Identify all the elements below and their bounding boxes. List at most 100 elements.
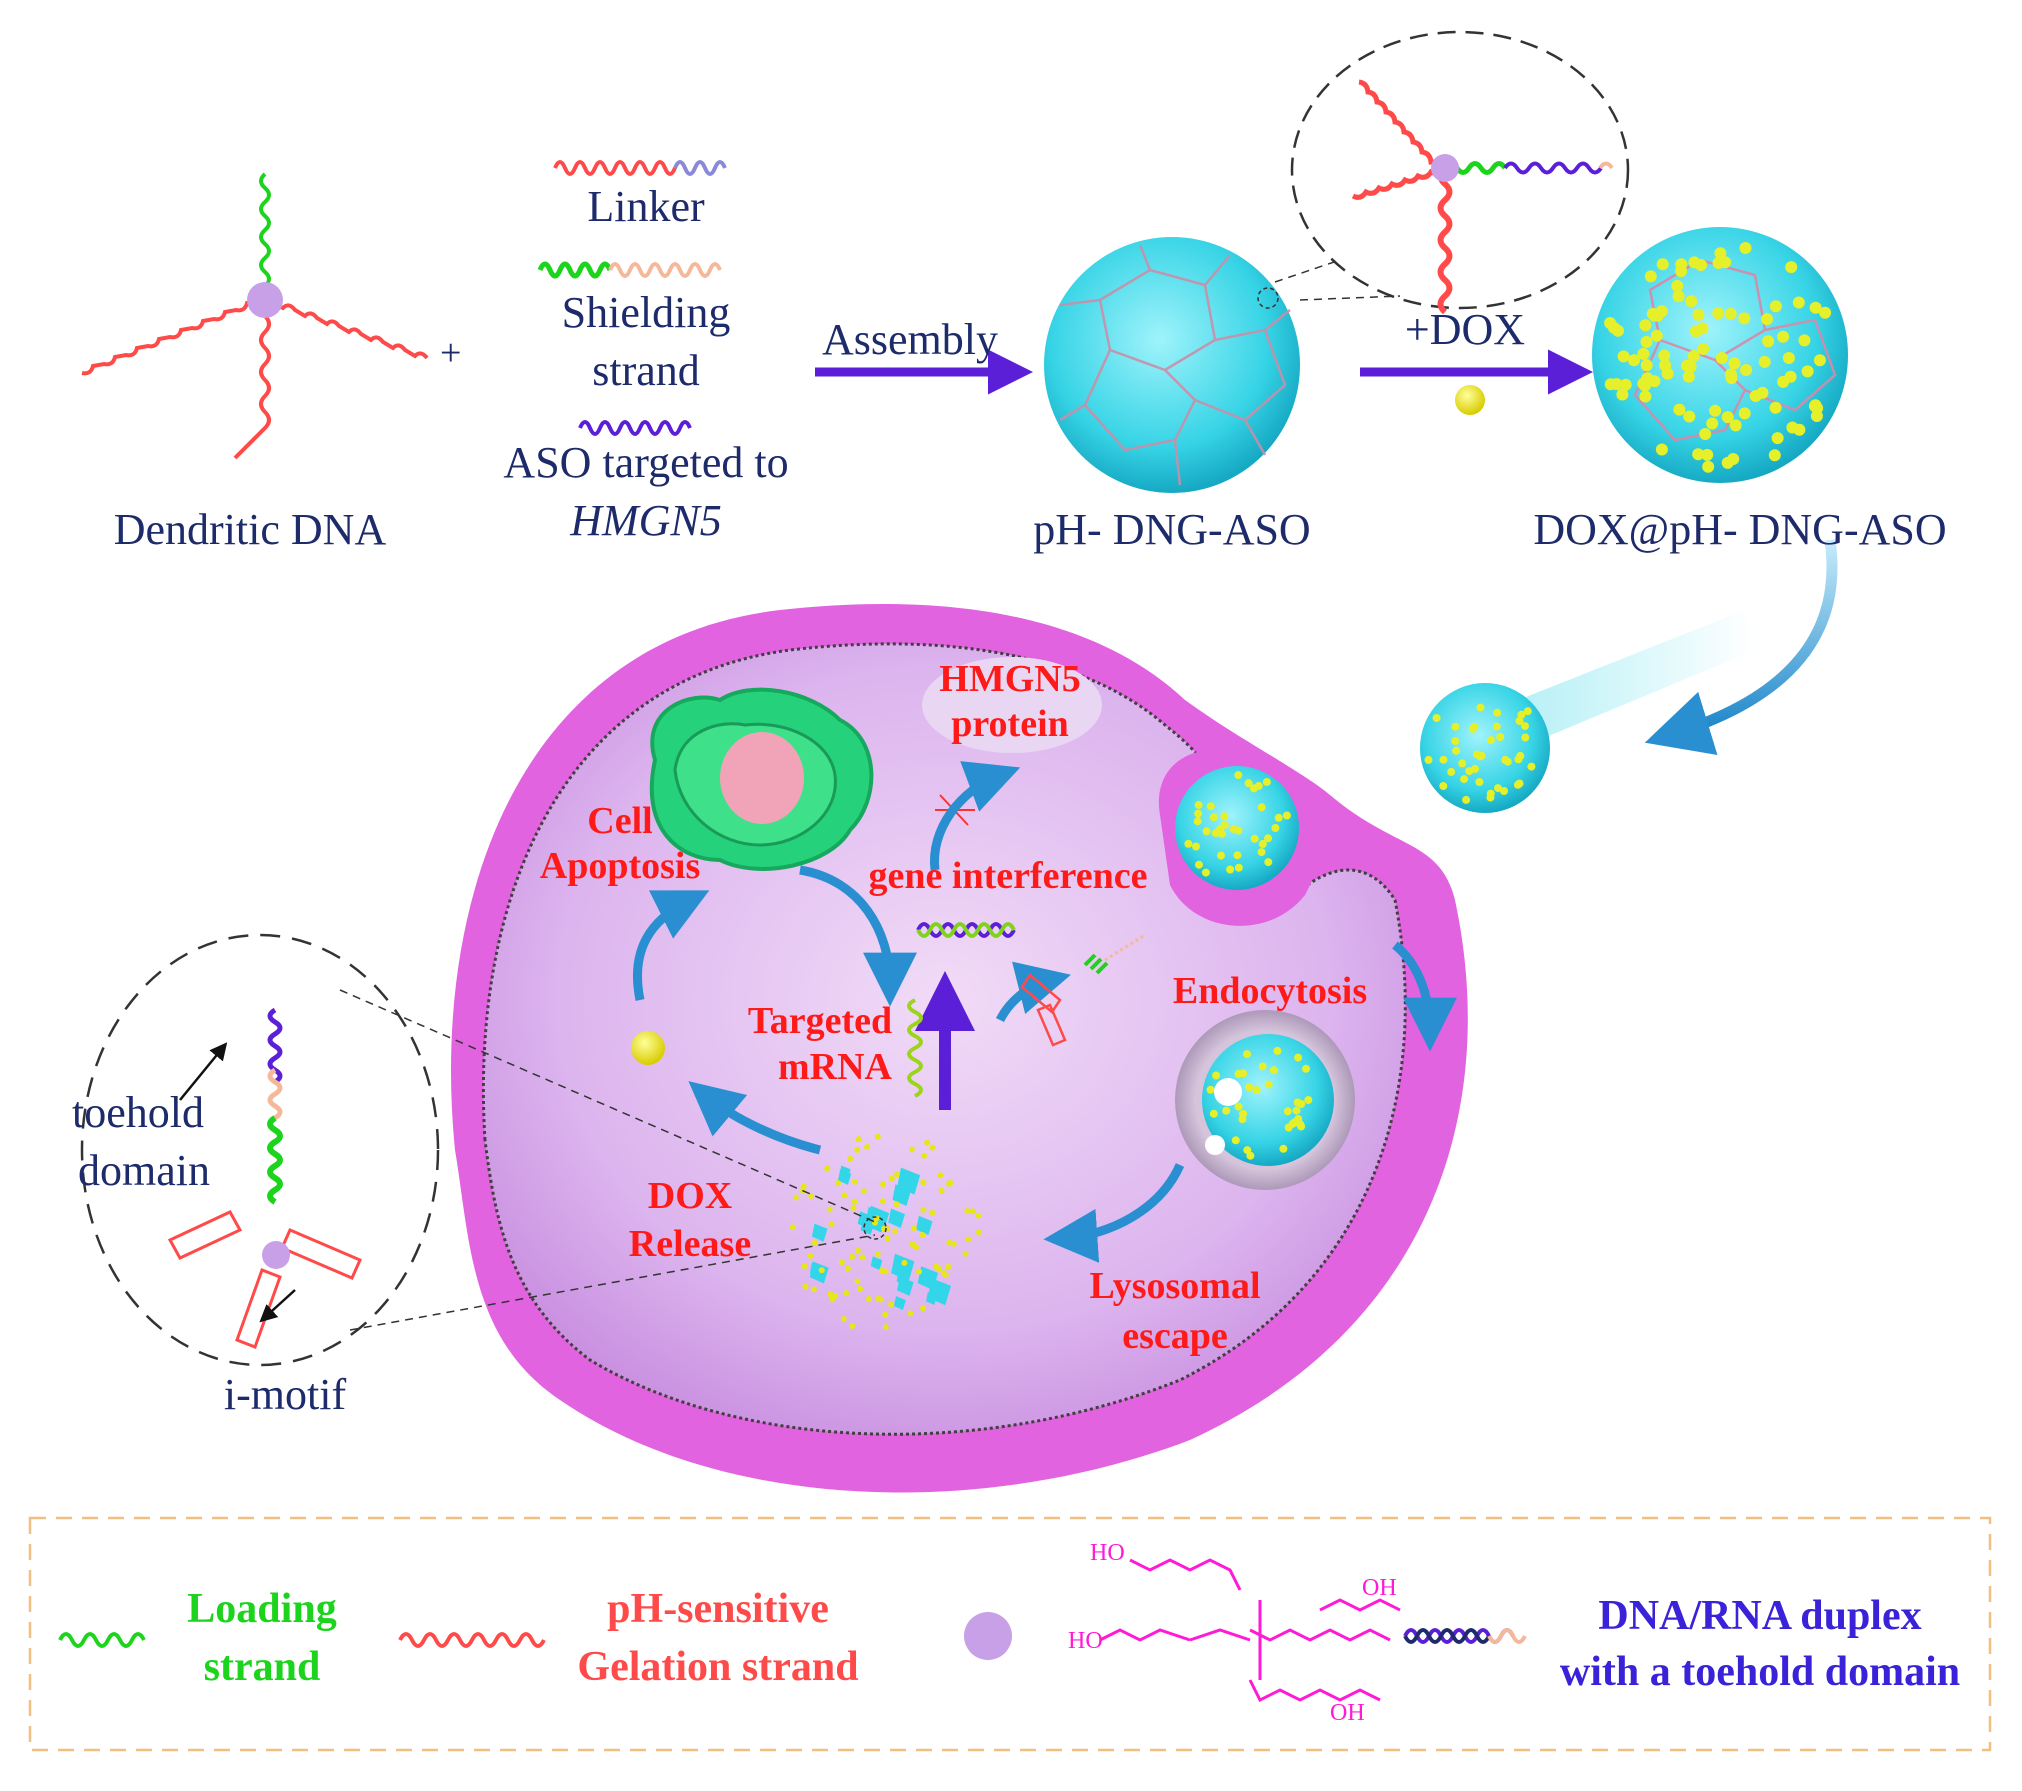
- dox-dot: [908, 1146, 915, 1153]
- dox-dot: [843, 1290, 850, 1297]
- dox-dot: [1304, 1096, 1313, 1104]
- legend-duplex-label-2: with a toehold domain: [1559, 1649, 1961, 1695]
- dox-dot: [1471, 764, 1479, 773]
- dox-dot: [1768, 449, 1781, 462]
- dox-dot: [929, 1209, 936, 1216]
- dox-dot: [1283, 1107, 1292, 1116]
- duplex-icon: [916, 922, 1016, 938]
- dox-dot: [1243, 1146, 1252, 1155]
- dox-dot: [1521, 733, 1530, 742]
- dox-dot: [807, 1252, 814, 1259]
- dox-dot: [1447, 767, 1456, 776]
- dox-dot: [1264, 1080, 1273, 1089]
- dox-dot: [1810, 410, 1823, 422]
- dox-dot: [929, 1144, 936, 1151]
- dox-dot: [938, 1187, 945, 1194]
- dox-dot: [924, 1139, 931, 1146]
- dox-dot: [1206, 1085, 1215, 1094]
- dox-dot: [1296, 1120, 1305, 1129]
- gel-fragment: [916, 1215, 933, 1236]
- dox-dot: [1494, 784, 1502, 793]
- gel-fragment: [809, 1262, 823, 1277]
- dox-dot: [824, 1165, 831, 1172]
- dox-dot: [1749, 390, 1762, 402]
- small-gel-icon: [1420, 683, 1550, 813]
- dox-dot: [1302, 1064, 1310, 1073]
- dox-dot: [935, 1265, 942, 1272]
- dox-dot: [841, 1192, 848, 1199]
- dox-dot: [1771, 432, 1784, 445]
- dox-dot: [919, 1231, 926, 1238]
- legend-loading-label-2: strand: [203, 1644, 321, 1690]
- dox-dot: [827, 1291, 834, 1298]
- legend-oh-2: OH: [1362, 1575, 1397, 1601]
- gel-fragment: [838, 1169, 852, 1185]
- dox-dot: [888, 1175, 895, 1182]
- dox-dot: [850, 1204, 857, 1211]
- dox-dot: [847, 1155, 854, 1162]
- dox-dot: [1424, 755, 1433, 764]
- dox-dot: [840, 1316, 847, 1322]
- dox-dot: [1738, 407, 1751, 420]
- dox-dot: [1274, 813, 1283, 822]
- dox-dot: [1293, 1098, 1302, 1107]
- dox-dot: [1619, 378, 1632, 391]
- apoptosis-label-1: Cell: [587, 800, 653, 842]
- dox-dot: [1476, 703, 1485, 712]
- dox-dot: [818, 1267, 825, 1274]
- hmgn5-label-2: protein: [951, 703, 1069, 745]
- dox-dot: [802, 1283, 809, 1290]
- dox-dot: [1282, 811, 1291, 820]
- dox-dot: [1706, 417, 1719, 430]
- dox-dot: [882, 1324, 889, 1331]
- dox-dot: [1257, 803, 1266, 812]
- dox-dot: [1658, 349, 1671, 362]
- dox-dot: [1486, 736, 1495, 745]
- dox-dot: [1250, 834, 1259, 843]
- dox-dot: [1184, 839, 1193, 848]
- dox-dot: [1644, 270, 1657, 283]
- dox-dot: [1739, 242, 1752, 254]
- gel-fragment: [811, 1223, 828, 1242]
- imotif-label: i-motif: [223, 1370, 347, 1419]
- dox-dot: [801, 1263, 808, 1270]
- aso-label-1: ASO targeted to: [503, 438, 789, 487]
- dox-dot: [1195, 860, 1203, 869]
- dox-dot: [950, 1240, 957, 1247]
- dox-dot: [877, 1296, 884, 1303]
- dox-dot: [916, 1268, 922, 1275]
- aso-strand-icon: [578, 420, 692, 436]
- dox-dot: [1202, 827, 1211, 836]
- legend-core-icon: [964, 1612, 1012, 1660]
- legend-oh-1: HO: [1090, 1540, 1125, 1566]
- legend-duplex-icon: [1403, 1628, 1527, 1644]
- dox-dot: [849, 1253, 856, 1260]
- dox-dot: [874, 1133, 881, 1140]
- delivery-arrow: [1644, 539, 1838, 755]
- dox-dot: [1738, 312, 1751, 325]
- legend-box: [28, 1516, 1992, 1752]
- dox-dot: [1257, 848, 1266, 857]
- dox-dot: [1675, 258, 1688, 271]
- dox-dot: [1801, 365, 1814, 378]
- dox-dot: [937, 1172, 944, 1179]
- dox-dot: [1284, 1123, 1293, 1132]
- dox-dot: [1193, 817, 1202, 826]
- dox-dot: [1220, 812, 1229, 821]
- dox-dot: [1245, 1083, 1254, 1092]
- gel-fragment: [897, 1167, 921, 1195]
- dox-dot: [1793, 423, 1806, 436]
- dox-dot: [1640, 359, 1653, 372]
- dox-dot: [882, 1311, 889, 1318]
- dox-dot: [1234, 1102, 1243, 1111]
- dox-dot: [1515, 717, 1524, 725]
- dox-dot: [1690, 325, 1702, 338]
- dox-dot: [1475, 778, 1484, 786]
- dox-dot: [1809, 399, 1822, 412]
- dox-dot: [1258, 840, 1267, 848]
- legend-oh-3: HO: [1068, 1628, 1103, 1654]
- dox-dot: [1777, 375, 1790, 388]
- dox-dot: [1233, 851, 1242, 860]
- dox-dot: [1701, 448, 1714, 461]
